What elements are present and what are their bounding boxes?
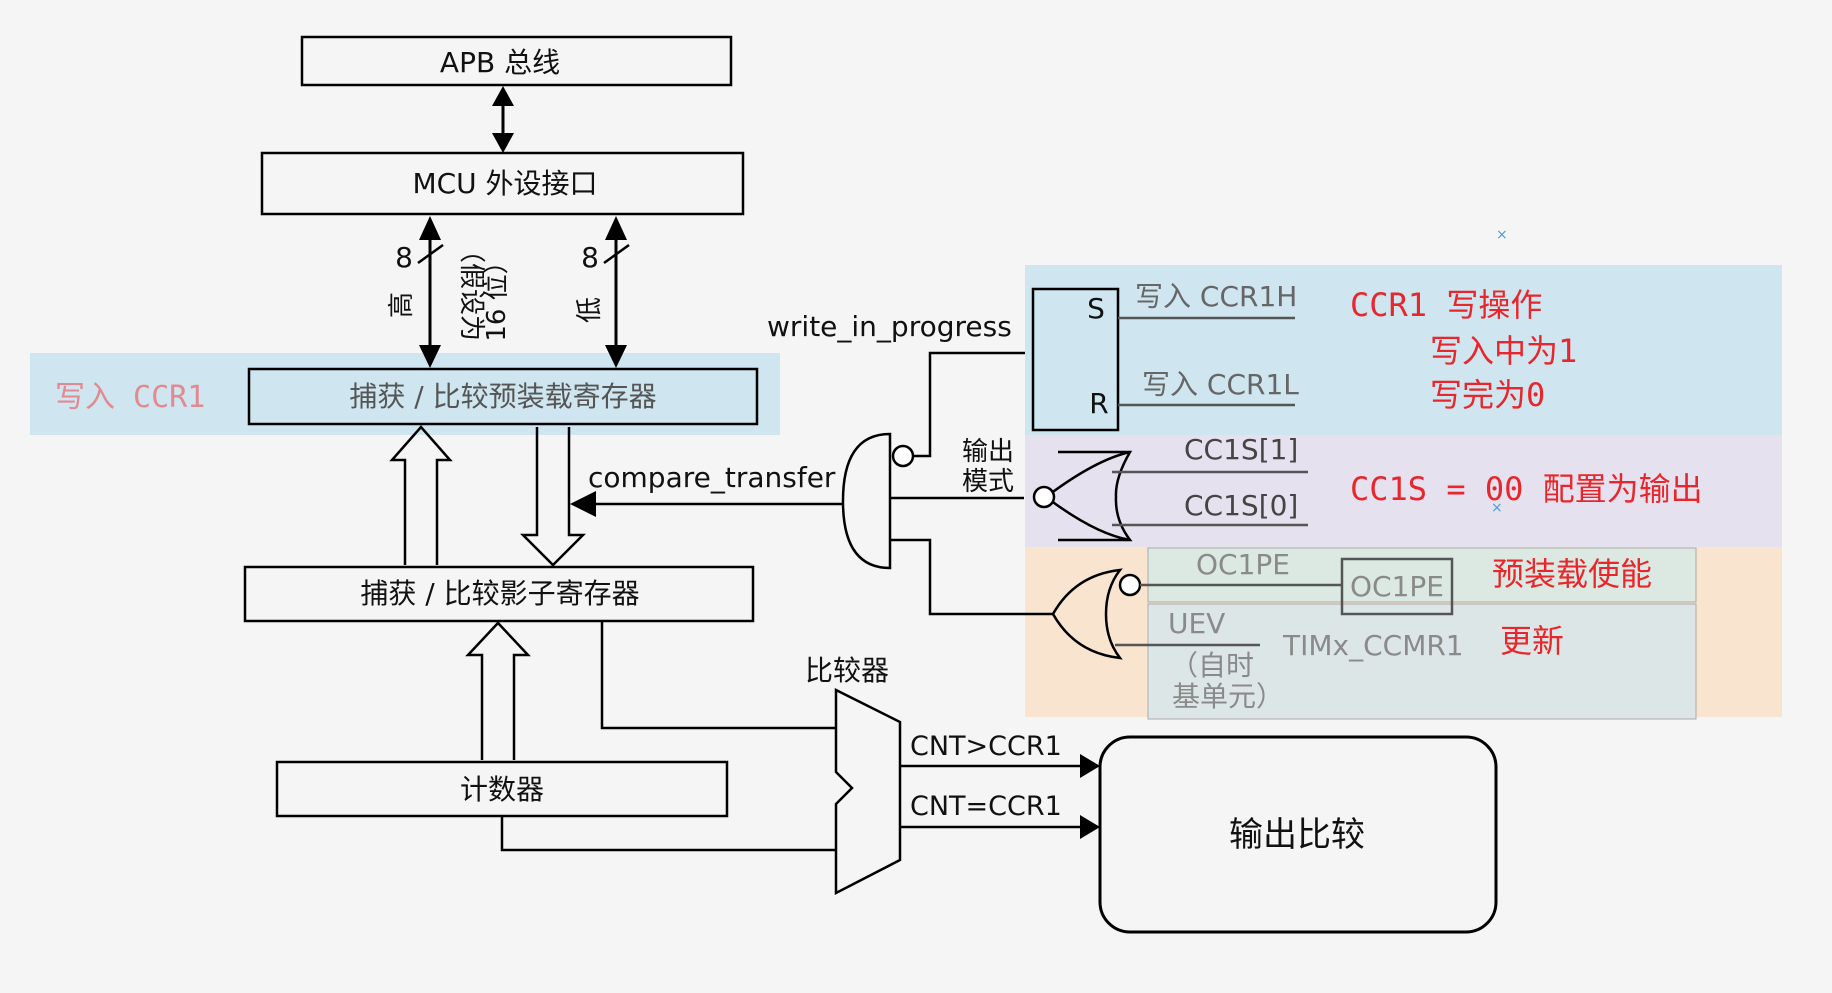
highlight-oc1pe-row: [1147, 547, 1697, 603]
preload-enable-gate: [1051, 568, 1123, 660]
marker-x-top: ×: [1496, 227, 1508, 243]
shadow-to-comparator-wire: [600, 621, 836, 730]
highlight-cc1s: [1025, 435, 1782, 547]
output-compare-label: 输出比较: [1229, 815, 1365, 855]
high-bus-note-2: 16 位）: [482, 248, 512, 341]
write-in-progress-label: write_in_progress: [767, 310, 1012, 343]
output-mode-label-1: 输出: [962, 437, 1014, 467]
timx-ccmr1-label: TIMx_CCMR1: [1282, 629, 1464, 662]
cc1s-nor-inverter: [1032, 485, 1056, 509]
counter-to-shadow-hollow-arrow: [465, 621, 531, 760]
high-bus-arrow-down: [419, 345, 441, 368]
cnt-eq-arrow: [1080, 815, 1100, 839]
ccr1-write-op-annotation: CCR1 写操作: [1350, 286, 1542, 324]
preload-to-shadow-hollow-arrow: [519, 427, 587, 567]
shadow-register-box: [243, 565, 755, 623]
preload-enable-annotation: 预装载使能: [1492, 555, 1652, 593]
write-ccr1l-label: 写入 CCR1L: [1142, 368, 1299, 401]
oc1pe-line-label: OC1PE: [1196, 548, 1290, 581]
compare-transfer-arrow: [570, 491, 596, 517]
marker-x-mid: ×: [1491, 500, 1503, 516]
uev-note-2: 基单元）: [1172, 680, 1284, 713]
shadow-register-label: 捕获 / 比较影子寄存器: [360, 577, 639, 610]
highlight-write-ccr1: [30, 353, 780, 435]
cnt-gt-label: CNT>CCR1: [910, 731, 1062, 762]
preload-gate-wire: [890, 538, 1053, 616]
counter-to-comparator-wire: [500, 816, 836, 852]
output-mode-label-2: 模式: [962, 467, 1014, 497]
write-ccr1h-label: 写入 CCR1H: [1135, 280, 1297, 313]
low-bus-width: 8: [581, 241, 599, 274]
cc1s-0-label: CC1S[0]: [1184, 489, 1298, 522]
and-gate-inverter-top: [891, 444, 915, 468]
comparator-label: 比较器: [805, 654, 889, 687]
apb-mcu-arrow-down: [492, 133, 514, 153]
output-compare-box: [1098, 735, 1498, 934]
uev-label: UEV: [1168, 607, 1225, 640]
high-bus-width: 8: [395, 241, 413, 274]
preload-register-label: 捕获 / 比较预装载寄存器: [349, 380, 656, 413]
sr-latch-r: R: [1089, 387, 1108, 420]
apb-mcu-arrow-up: [492, 86, 514, 106]
apb-bus-box: [300, 35, 733, 87]
write-in-progress-wire: [913, 351, 1025, 458]
comparator-symbol: [834, 687, 902, 896]
low-bus-label: 低: [575, 297, 605, 323]
high-bus-width-slash: [417, 243, 444, 265]
low-bus-arrow-down: [605, 345, 627, 368]
sr-latch-s: S: [1087, 292, 1105, 325]
cnt-eq-label: CNT=CCR1: [910, 791, 1062, 822]
low-bus-width-slash: [603, 243, 630, 265]
oc1pe-inverter: [1118, 573, 1142, 597]
highlight-sr-latch: [1025, 265, 1782, 435]
writing-is-1-annotation: 写入中为1: [1430, 332, 1577, 370]
high-bus-note-1: （假设为: [456, 237, 486, 341]
mcu-interface-label: MCU 外设接口: [412, 167, 597, 200]
cc1s-config-annotation: CC1S = 00 配置为输出: [1350, 470, 1703, 508]
apb-bus-label: APB 总线: [440, 46, 560, 79]
ccmr1-update-annotation: 更新: [1500, 622, 1564, 660]
and-gate: [841, 432, 892, 570]
high-bus-arrow-up: [419, 216, 441, 240]
cc1s-1-label: CC1S[1]: [1184, 433, 1298, 466]
cnt-gt-arrow: [1080, 754, 1100, 778]
counter-label: 计数器: [460, 773, 544, 806]
shadow-to-preload-hollow-arrow: [389, 425, 453, 565]
preload-register-box: [247, 367, 759, 426]
compare-transfer-label: compare_transfer: [588, 461, 836, 494]
oc1pe-box: [1340, 557, 1454, 616]
high-bus-label: 高: [387, 292, 417, 318]
uev-note-1: （自时: [1170, 649, 1254, 682]
mcu-interface-box: [260, 151, 745, 216]
sr-latch-box: [1031, 287, 1120, 432]
highlight-uev-row: [1147, 603, 1697, 720]
oc1pe-box-label: OC1PE: [1350, 570, 1444, 603]
low-bus-arrow-up: [605, 216, 627, 240]
write-ccr1-annotation: 写入 CCR1: [55, 380, 205, 415]
done-is-0-annotation: 写完为0: [1430, 376, 1545, 414]
